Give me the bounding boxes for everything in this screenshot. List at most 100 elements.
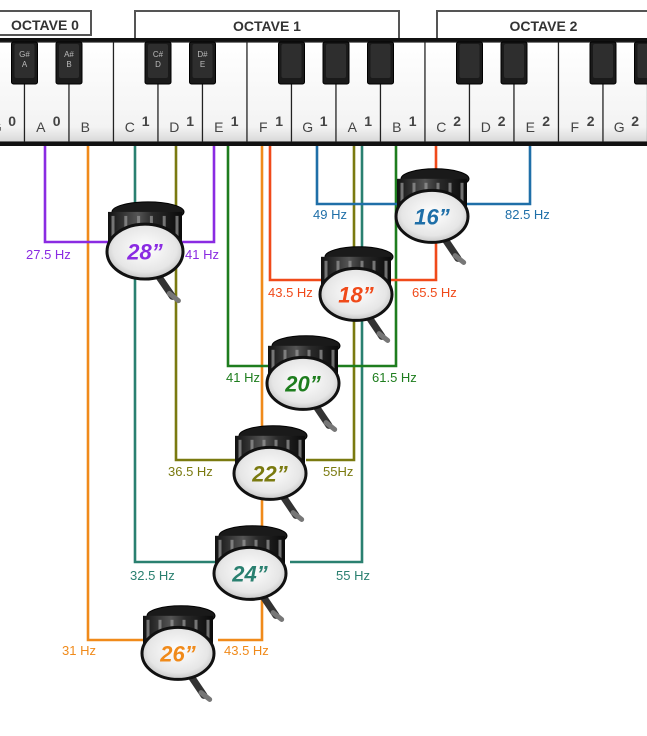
- drum-18-inch: 18”: [318, 246, 394, 343]
- octave-2-label: OCTAVE 2: [436, 10, 647, 38]
- keyboard-bottom-bar: [0, 142, 647, 146]
- white-key-octave-number: 0: [8, 113, 16, 129]
- drum-head-icon: [105, 222, 185, 281]
- white-key-note-label: A: [348, 119, 358, 135]
- white-key-note-label: E: [214, 119, 223, 135]
- black-key[interactable]: D#E: [189, 41, 216, 85]
- white-key-octave-number: 2: [453, 113, 461, 129]
- drum-head-icon: [265, 355, 341, 411]
- drum-22-inch: 22”: [232, 425, 308, 522]
- black-key-flat-label: A: [22, 60, 28, 69]
- black-key[interactable]: [500, 41, 528, 85]
- drum-16-size-label: 16”: [414, 204, 449, 229]
- connector-lines: [43, 146, 532, 642]
- white-key-octave-number: 0: [53, 113, 61, 129]
- black-key-flat-label: D: [155, 60, 161, 69]
- black-key[interactable]: [322, 41, 350, 85]
- white-key-note-label: C: [436, 119, 446, 135]
- drum-16-left-freq: 49 Hz: [313, 207, 347, 222]
- white-key-note-label: B: [81, 119, 90, 135]
- connector-20-left: [226, 146, 274, 368]
- black-key[interactable]: G#A: [11, 41, 38, 85]
- drum-head-icon: [394, 188, 470, 244]
- white-key-note-label: G: [0, 119, 2, 135]
- drum-26-size-label: 26”: [159, 641, 195, 666]
- black-key-flat-label: E: [200, 60, 205, 69]
- white-key-octave-number: 1: [275, 113, 283, 129]
- connector-28-right: [180, 146, 216, 244]
- frequency-labels: 27.5 Hz 41 Hz 49 Hz 82.5 Hz 43.5 Hz 65.5…: [26, 207, 550, 658]
- connector-18-left: [268, 146, 326, 282]
- white-key-note-label: A: [36, 119, 46, 135]
- black-key[interactable]: [278, 41, 305, 85]
- white-key-octave-number: 2: [498, 113, 506, 129]
- drum-28-inch: 28”: [105, 201, 185, 304]
- drum-head-icon: [232, 445, 308, 501]
- white-key-octave-number: 1: [231, 113, 239, 129]
- black-key-flat-label: B: [66, 60, 71, 69]
- white-key-octave-number: 1: [186, 113, 194, 129]
- octave-1-label: OCTAVE 1: [134, 10, 400, 38]
- black-key[interactable]: [456, 41, 483, 85]
- keyboard-top-bar: [0, 38, 647, 42]
- white-key-note-label: D: [169, 119, 179, 135]
- drum-head-icon: [212, 545, 288, 601]
- connector-16-right: [462, 146, 532, 206]
- black-key[interactable]: [589, 41, 617, 85]
- connector-16-left: [315, 146, 400, 206]
- white-key-octave-number: 2: [631, 113, 639, 129]
- white-key-octave-number: 1: [142, 113, 150, 129]
- drum-28-right-freq: 41 Hz: [185, 247, 219, 262]
- drum-24-right-freq: 55 Hz: [336, 568, 370, 583]
- connector-26-left: [86, 146, 150, 642]
- octave-0-label: OCTAVE 0: [0, 10, 92, 36]
- drum-22-right-freq: 55Hz: [323, 464, 353, 479]
- drum-22-size-label: 22”: [251, 461, 287, 486]
- connector-28-left: [43, 146, 112, 244]
- black-key[interactable]: C#D: [144, 41, 172, 85]
- white-key-note-label: G: [614, 119, 625, 135]
- white-key-note-label: C: [125, 119, 135, 135]
- white-key-note-label: F: [259, 119, 268, 135]
- drum-head-icon: [318, 266, 394, 322]
- white-key-octave-number: 1: [409, 113, 417, 129]
- white-key-octave-number: 1: [364, 113, 372, 129]
- white-key-octave-number: 2: [542, 113, 550, 129]
- drum-24-size-label: 24”: [231, 561, 267, 586]
- drum-24-inch: 24”: [212, 525, 288, 622]
- connector-24-left: [133, 146, 222, 564]
- drum-20-size-label: 20”: [284, 371, 320, 396]
- drum-16-inch: 16”: [394, 168, 470, 265]
- drum-16-right-freq: 82.5 Hz: [505, 207, 550, 222]
- white-key-octave-number: 2: [587, 113, 595, 129]
- drum-head-icon: [140, 625, 216, 681]
- black-key-sharp-label: G#: [19, 50, 30, 59]
- white-key-note-label: D: [481, 119, 491, 135]
- connector-26-right: [218, 146, 264, 642]
- white-key-note-label: F: [570, 119, 579, 135]
- drum-20-left-freq: 41 Hz: [226, 370, 260, 385]
- white-key-note-label: E: [526, 119, 535, 135]
- connector-22-left: [174, 146, 240, 462]
- drum-18-size-label: 18”: [338, 282, 373, 307]
- drum-26-inch: 26”: [140, 605, 216, 702]
- piano-keyboard: G0A0BC1D1E1F1G1A1B1C2D2E2F2G2 G#AA#BC#DD…: [0, 38, 647, 146]
- drum-28-size-label: 28”: [126, 240, 162, 265]
- black-key[interactable]: [634, 41, 647, 85]
- drum-20-inch: 20”: [265, 335, 341, 432]
- black-key[interactable]: [367, 41, 394, 85]
- black-key[interactable]: A#B: [55, 41, 83, 85]
- black-key-sharp-label: D#: [197, 50, 208, 59]
- white-key-note-label: B: [392, 119, 401, 135]
- drum-18-left-freq: 43.5 Hz: [268, 285, 313, 300]
- drum-26-right-freq: 43.5 Hz: [224, 643, 269, 658]
- white-key-note-label: G: [302, 119, 313, 135]
- drum-20-right-freq: 61.5 Hz: [372, 370, 417, 385]
- black-key-sharp-label: A#: [64, 50, 74, 59]
- black-key-sharp-label: C#: [153, 50, 164, 59]
- drum-24-left-freq: 32.5 Hz: [130, 568, 175, 583]
- drum-18-right-freq: 65.5 Hz: [412, 285, 457, 300]
